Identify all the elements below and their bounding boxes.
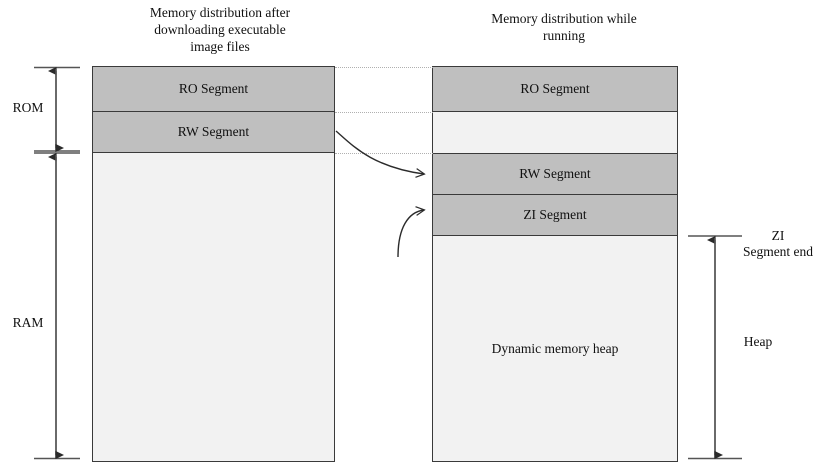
zi-segment-end-label: ZI Segment end: [742, 228, 814, 259]
ram-label: RAM: [12, 315, 44, 330]
arrow-zi-creation: [397, 210, 424, 258]
right-segment-gap: [432, 111, 678, 154]
heap-label: Heap: [743, 334, 773, 349]
ram-bracket-group: [34, 152, 80, 460]
left-segment-free: [92, 152, 335, 462]
right-segment-zi: ZI Segment: [432, 194, 678, 236]
left-diagram-title: Memory distribution after downloading ex…: [149, 5, 291, 54]
left-segment-ro: RO Segment: [92, 66, 335, 112]
rom-label: ROM: [12, 100, 44, 115]
right-segment-ro: RO Segment: [432, 66, 678, 112]
left-segment-rw: RW Segment: [92, 111, 335, 153]
right-diagram-title: Memory distribution while running: [491, 11, 637, 43]
right-segment-dynamic-heap: Dynamic memory heap: [432, 235, 678, 462]
dotted-connector-rw-boundary: [335, 153, 433, 154]
dotted-connector-ro-boundary: [335, 112, 433, 113]
right-segment-rw: RW Segment: [432, 153, 678, 195]
dotted-connector-top: [335, 67, 433, 68]
